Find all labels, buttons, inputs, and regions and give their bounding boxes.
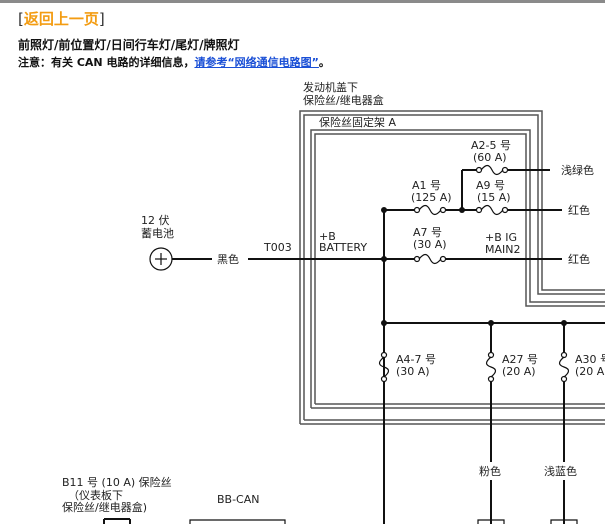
- fuse-holder-border: [310, 129, 605, 408]
- fuse-box-outer-border-2: [303, 114, 605, 420]
- fuse-a30-rating: (20 A): [575, 365, 605, 378]
- fuse-a7-name: A7 号: [413, 226, 442, 239]
- b11-fuse-label-2: （仪表板下: [68, 488, 123, 502]
- battery-label-2: 蓄电池: [141, 227, 174, 240]
- box-inner-label: 保险丝固定架 A: [319, 115, 396, 129]
- fuse-a9-symbol: [475, 204, 509, 216]
- fuse-a2-5-name: A2-5 号: [471, 139, 511, 152]
- junction-dot: [381, 320, 387, 326]
- fuse-a27-name: A27 号: [502, 353, 538, 366]
- wire-color-red-1: 红色: [568, 203, 590, 217]
- junction-dot: [381, 256, 387, 262]
- page-title: 前照灯/前位置灯/日间行车灯/尾灯/牌照灯: [18, 38, 240, 52]
- ig-bus-label-1: +B IG: [485, 231, 517, 244]
- fuse-a1-name: A1 号: [412, 179, 441, 192]
- fuse-a4-7-name: A4-7 号: [396, 353, 436, 366]
- fuse-a7-rating: (30 A): [413, 238, 447, 251]
- wire-color-light-blue: 浅蓝色: [544, 464, 577, 478]
- back-nav: [返回上一页]: [18, 8, 105, 29]
- junction-dot: [561, 320, 567, 326]
- wire-color-light-green: 浅绿色: [561, 163, 594, 177]
- junction-dot: [488, 320, 494, 326]
- note-prefix: 注意：有关 CAN 电路的详细信息，: [18, 56, 195, 69]
- bracket-open: [: [18, 10, 24, 28]
- top-divider: [0, 0, 605, 3]
- fuse-a1-symbol: [413, 204, 447, 216]
- wire-color-red-2: 红色: [568, 252, 590, 266]
- fuse-a30-symbol: [558, 351, 570, 383]
- box-outer-label-2: 保险丝/继电器盒: [303, 93, 384, 107]
- fuse-a1-rating: (125 A): [411, 191, 452, 204]
- fuse-a4-7-symbol: [378, 351, 390, 383]
- terminal-id: T003: [263, 241, 292, 254]
- fuse-a27-rating: (20 A): [502, 365, 536, 378]
- fuse-a30-name: A30 号: [575, 353, 605, 366]
- junction-dot: [381, 207, 387, 213]
- fuse-a9-name: A9 号: [476, 179, 505, 192]
- battery-bus-label: BATTERY: [319, 241, 367, 254]
- can-note: 注意：有关 CAN 电路的详细信息，请参考“网络通信电路图”。: [18, 54, 330, 70]
- network-diagram-link[interactable]: 请参考“网络通信电路图”: [194, 56, 319, 69]
- note-suffix: 。: [318, 56, 330, 69]
- back-link[interactable]: 返回上一页: [23, 10, 99, 28]
- fuse-a2-5-rating: (60 A): [473, 151, 507, 164]
- battery-wire-color: 黑色: [217, 252, 239, 266]
- ig-bus-label-2: MAIN2: [485, 243, 521, 256]
- battery-label-1: 12 伏: [141, 213, 170, 227]
- b11-fuse-label-3: 保险丝/继电器盒): [62, 500, 147, 514]
- fuse-a4-7-rating: (30 A): [396, 365, 430, 378]
- fuse-holder-border-2: [314, 133, 605, 404]
- bb-can-label: BB-CAN: [217, 493, 260, 506]
- fuse-a9-rating: (15 A): [477, 191, 511, 204]
- plus-b-label: +B: [319, 230, 336, 243]
- junction-dot: [459, 207, 465, 213]
- fuse-box-outer-border: [299, 110, 605, 424]
- fuse-a2-5-symbol: [475, 164, 509, 176]
- bracket-close: ]: [98, 10, 105, 28]
- fuse-a27-symbol: [485, 351, 497, 383]
- fuse-a7-symbol: [413, 253, 447, 265]
- box-outer-label-1: 发动机盖下: [303, 80, 358, 94]
- wire-color-pink: 粉色: [479, 464, 501, 478]
- b11-fuse-label-1: B11 号 (10 A) 保险丝: [62, 475, 172, 489]
